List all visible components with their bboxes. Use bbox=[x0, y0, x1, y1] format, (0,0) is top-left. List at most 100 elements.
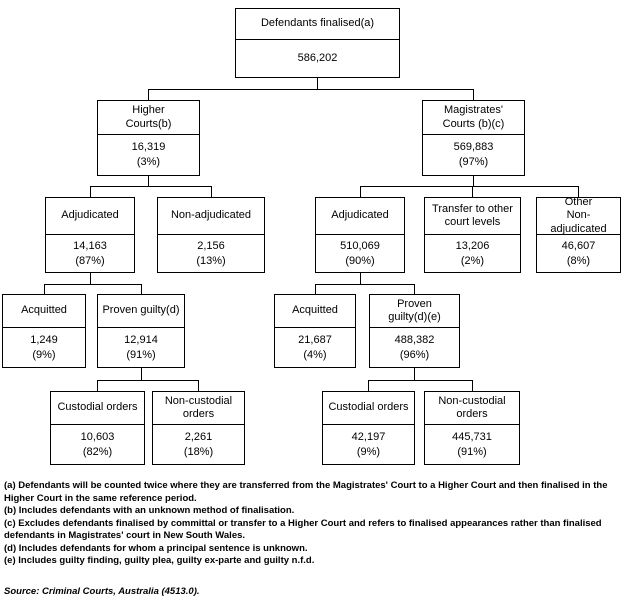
node-label: Acquitted bbox=[275, 295, 355, 328]
node-value: 46,607 (8%) bbox=[537, 235, 620, 272]
node-higher-non-adjudicated: Non-adjudicated 2,156 (13%) bbox=[157, 197, 265, 273]
node-other-non-adjudicated: Other Non-adjudicated 46,607 (8%) bbox=[536, 196, 621, 273]
connector-line bbox=[44, 284, 45, 294]
node-value: 12,914 (91%) bbox=[98, 328, 184, 367]
node-higher-non-custodial-orders: Non-custodial orders 2,261 (18%) bbox=[152, 391, 245, 465]
node-value: 1,249 (9%) bbox=[3, 328, 85, 367]
node-pct: (2%) bbox=[460, 254, 485, 267]
node-pct: (91%) bbox=[457, 445, 487, 458]
node-label: Custodial orders bbox=[51, 392, 144, 425]
connector-line bbox=[315, 284, 415, 285]
node-label: Magistrates' Courts (b)(c) bbox=[423, 101, 524, 135]
node-magistrates-custodial-orders: Custodial orders 42,197 (9%) bbox=[322, 391, 415, 465]
connector-line bbox=[97, 380, 199, 381]
connector-line bbox=[368, 380, 369, 391]
node-pct: (4%) bbox=[303, 348, 327, 361]
node-magistrates-adjudicated: Adjudicated 510,069 (90%) bbox=[315, 197, 405, 273]
node-count: 21,687 bbox=[298, 333, 332, 346]
node-count: 16,319 bbox=[131, 141, 166, 154]
connector-line bbox=[360, 186, 579, 187]
node-count: 10,603 bbox=[80, 430, 115, 443]
node-count: 42,197 bbox=[351, 430, 386, 443]
connector-line bbox=[44, 284, 142, 285]
connector-line bbox=[148, 176, 149, 186]
connector-line bbox=[414, 284, 415, 294]
node-defendants-finalised: Defendants finalised(a) 586,202 bbox=[235, 8, 400, 78]
node-label: Non-adjudicated bbox=[158, 198, 264, 235]
connector-line bbox=[198, 380, 199, 391]
connector-line bbox=[472, 186, 473, 197]
node-count: 14,163 bbox=[73, 239, 107, 252]
connector-line bbox=[317, 78, 318, 89]
node-label: Transfer to other court levels bbox=[425, 198, 520, 235]
node-label: Non-custodial orders bbox=[153, 392, 244, 425]
node-value: 2,156 (13%) bbox=[158, 235, 264, 272]
footnote-d: (d) Includes defendants for whom a princ… bbox=[4, 542, 308, 554]
node-pct: (90%) bbox=[345, 254, 375, 267]
node-value: 42,197 (9%) bbox=[323, 425, 414, 464]
node-label: Proven guilty(d) bbox=[98, 295, 184, 328]
node-count: 2,261 bbox=[184, 430, 213, 443]
node-pct: (13%) bbox=[196, 254, 226, 267]
node-pct: (97%) bbox=[458, 156, 489, 168]
node-label: Proven guilty(d)(e) bbox=[370, 295, 459, 328]
node-pct: (9%) bbox=[32, 348, 56, 361]
connector-line bbox=[148, 89, 474, 90]
node-count: 586,202 bbox=[297, 52, 338, 65]
connector-line bbox=[414, 368, 415, 380]
node-count: 12,914 bbox=[124, 333, 158, 346]
node-value: 586,202 bbox=[236, 40, 399, 77]
node-count: 445,731 bbox=[452, 430, 492, 443]
footnote-b: (b) Includes defendants with an unknown … bbox=[4, 505, 295, 517]
node-pct: (18%) bbox=[183, 445, 214, 458]
node-count: 510,069 bbox=[340, 239, 380, 252]
node-value: 569,883 (97%) bbox=[423, 135, 524, 175]
source-note: Source: Criminal Courts, Australia (4513… bbox=[4, 586, 200, 597]
node-label: Other Non-adjudicated bbox=[537, 196, 620, 235]
node-value: 10,603 (82%) bbox=[51, 425, 144, 464]
node-count: 46,607 bbox=[561, 239, 596, 252]
connector-line bbox=[473, 176, 474, 186]
connector-line bbox=[578, 186, 579, 197]
node-transfer-other-court-levels: Transfer to other court levels 13,206 (2… bbox=[424, 197, 521, 273]
node-higher-custodial-orders: Custodial orders 10,603 (82%) bbox=[50, 391, 145, 465]
node-higher-adjudicated: Adjudicated 14,163 (87%) bbox=[45, 197, 135, 273]
node-magistrates-acquitted: Acquitted 21,687 (4%) bbox=[274, 294, 356, 368]
node-magistrates-courts: Magistrates' Courts (b)(c) 569,883 (97%) bbox=[422, 100, 525, 176]
connector-line bbox=[97, 380, 98, 391]
node-label: Non-custodial orders bbox=[425, 392, 519, 425]
node-pct: (3%) bbox=[136, 156, 161, 168]
node-label: Higher Courts(b) bbox=[98, 101, 199, 135]
node-magistrates-non-custodial-orders: Non-custodial orders 445,731 (91%) bbox=[424, 391, 520, 465]
node-pct: (8%) bbox=[566, 254, 591, 267]
node-label: Defendants finalised(a) bbox=[236, 9, 399, 40]
node-pct: (87%) bbox=[75, 254, 105, 267]
node-magistrates-proven-guilty: Proven guilty(d)(e) 488,382 (96%) bbox=[369, 294, 460, 368]
node-label: Custodial orders bbox=[323, 392, 414, 425]
connector-line bbox=[315, 284, 316, 294]
connector-line bbox=[90, 273, 91, 284]
connector-line bbox=[360, 273, 361, 284]
node-value: 510,069 (90%) bbox=[316, 235, 404, 272]
node-pct: (96%) bbox=[399, 348, 430, 361]
footnote-e: (e) Includes guilty finding, guilty plea… bbox=[4, 555, 315, 567]
footnotes: (a) Defendants will be counted twice whe… bbox=[4, 480, 622, 568]
footnote-a: (a) Defendants will be counted twice whe… bbox=[4, 480, 608, 504]
node-count: 13,206 bbox=[455, 239, 490, 252]
connector-line bbox=[141, 368, 142, 380]
connector-line bbox=[90, 186, 212, 187]
node-count: 569,883 bbox=[453, 141, 494, 154]
connector-line bbox=[90, 186, 91, 197]
node-label: Adjudicated bbox=[46, 198, 134, 235]
node-label: Acquitted bbox=[3, 295, 85, 328]
node-count: 2,156 bbox=[197, 239, 225, 252]
node-value: 21,687 (4%) bbox=[275, 328, 355, 367]
connector-line bbox=[148, 89, 149, 100]
footnote-c: (c) Excludes defendants finalised by com… bbox=[4, 517, 602, 542]
node-value: 14,163 (87%) bbox=[46, 235, 134, 272]
node-value: 445,731 (91%) bbox=[425, 425, 519, 464]
node-value: 13,206 (2%) bbox=[425, 235, 520, 272]
node-higher-proven-guilty: Proven guilty(d) 12,914 (91%) bbox=[97, 294, 185, 368]
node-pct: (82%) bbox=[82, 445, 113, 458]
